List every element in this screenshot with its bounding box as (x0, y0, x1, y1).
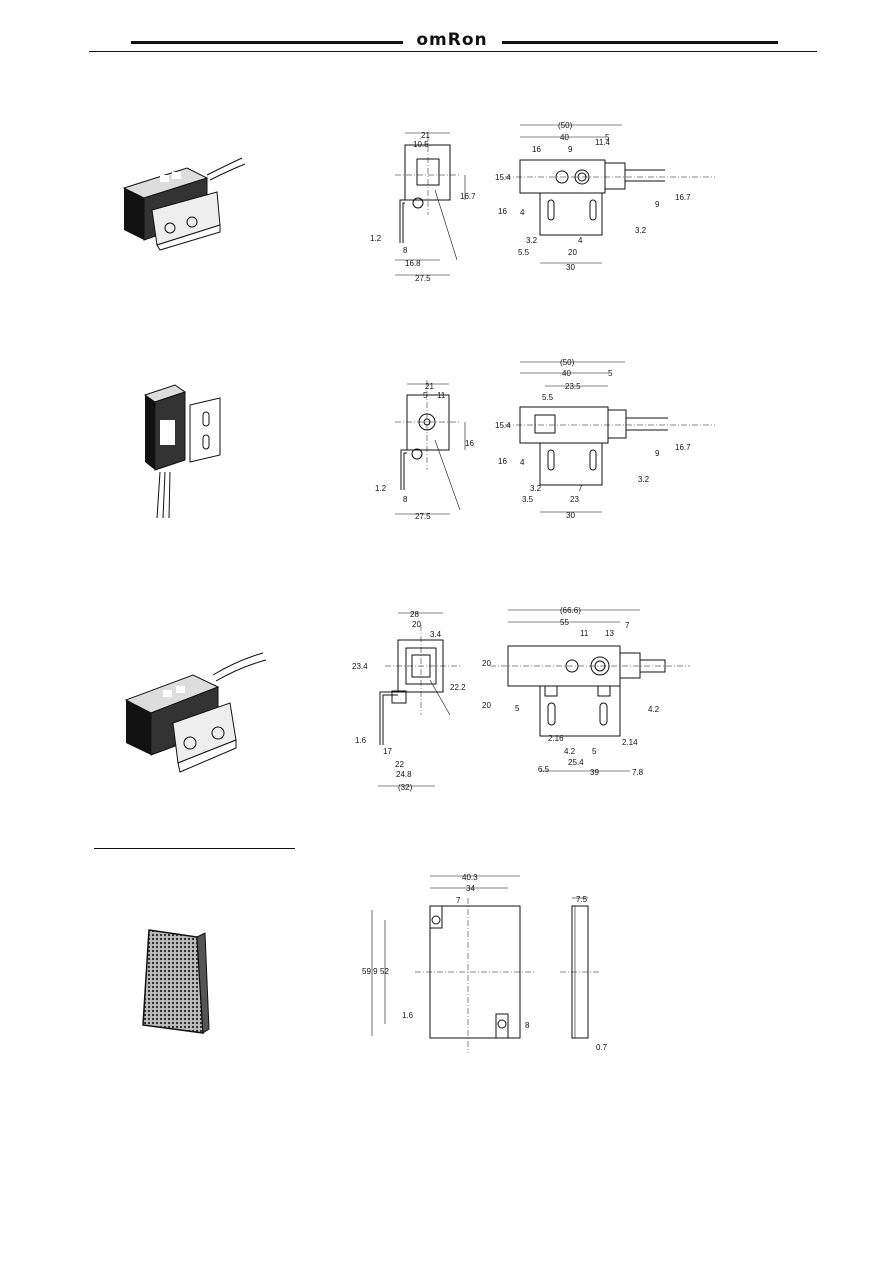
dim-s2-side-d: 8 (403, 495, 408, 504)
dim-s2-front-a: 40 (562, 369, 571, 378)
dim-s2-front-i: 4 (520, 458, 525, 467)
dim-s2-side-c: 1.2 (375, 484, 387, 493)
dim-s2-front-k: 3.2 (638, 475, 650, 484)
dim-s2-front-l: 3.2 (530, 484, 542, 493)
dim-refl-e: 7.5 (576, 895, 588, 904)
dim-s2-front-j: 9 (655, 449, 660, 458)
dim-s3-side-a: 20 (412, 620, 421, 629)
dim-s2-side-w: 21 (425, 382, 434, 391)
dim-s3-front-b: 11 (580, 629, 589, 638)
dim-s3-front-o: 6.5 (538, 765, 550, 774)
dim-refl-h2: 52 (380, 967, 389, 976)
dim-s2-front-o: 23 (570, 495, 579, 504)
drawing-3-front-view: (66.6) 55 11 13 7 20 20 5 4.2 2.16 2.14 … (482, 606, 690, 777)
drawing-2-front-view: (50) 40 5 23.5 5.5 15.4 16.7 16 4 9 3.2 … (495, 358, 715, 520)
dim-s1-front-n: 5.5 (518, 248, 530, 257)
dim-refl-d: 8 (525, 1021, 530, 1030)
drawing-2-side-view: 21 5 11 16.7 1.2 8 27.5 (375, 380, 475, 520)
dim-s3-side-c: 1.6 (355, 736, 367, 745)
dim-s1-side-c: 16.8 (405, 259, 421, 268)
dim-s3-side-d: 17 (383, 747, 392, 756)
dim-s1-front-o: 20 (568, 248, 577, 257)
dim-s3-front-h: 5 (515, 704, 520, 713)
dim-refl-b: 7 (456, 896, 461, 905)
dim-s3-front-j: 2.16 (548, 734, 564, 743)
dim-refl-w: 40.3 (462, 873, 478, 882)
product-photo-3 (124, 652, 267, 773)
product-photo-2 (143, 384, 221, 519)
dim-s1-front-d: 9 (568, 145, 573, 154)
dim-s1-front-c: 16 (532, 145, 541, 154)
dim-refl-h: 59.9 (362, 967, 378, 976)
dim-s1-side-w: 21 (421, 131, 430, 140)
dim-s1-front-j: 9 (655, 200, 660, 209)
dim-s1-front-p: 30 (566, 263, 575, 272)
dim-s2-front-m: 7 (578, 484, 583, 493)
dim-s3-front-i: 4.2 (648, 705, 660, 714)
dim-s1-front-h: 16 (498, 207, 507, 216)
dim-s1-side-h: 16.7 (460, 192, 475, 201)
dim-refl-c: 1.6 (402, 1011, 414, 1020)
drawing-1-front-view: (50) 40 5 16 9 11.4 15.4 16.7 16 4 9 3.2… (495, 121, 715, 272)
dim-s2-front-d: 5.5 (542, 393, 554, 402)
dim-s2-side-b: 11 (437, 391, 446, 400)
dim-s2-front-b: 5 (608, 369, 613, 378)
dim-s3-front-top: (66.6) (560, 606, 581, 615)
dim-s1-front-i: 4 (520, 208, 525, 217)
dim-s2-front-p: 30 (566, 511, 575, 520)
dim-s1-front-e: 11.4 (595, 138, 611, 147)
dim-s1-front-top: (50) (558, 121, 573, 130)
dim-s3-front-c: 13 (605, 629, 614, 638)
header-baseline (89, 51, 817, 52)
dim-s1-side-d: 27.5 (415, 274, 431, 283)
dim-s3-front-l: 4.2 (564, 747, 576, 756)
dim-s3-front-n: 25.4 (568, 758, 584, 767)
header-rule-right (502, 41, 778, 44)
dim-s2-front-h: 16 (498, 457, 507, 466)
dim-refl-f: 0.7 (596, 1043, 608, 1052)
reflector-photo (142, 929, 210, 1034)
dim-s3-side-f: 24.8 (396, 770, 412, 779)
dim-s1-side-w2: 10.5 (413, 140, 429, 149)
omron-logo: omRon (416, 30, 488, 50)
dim-s3-front-p: 39 (590, 768, 599, 777)
dim-s3-front-d: 7 (625, 621, 630, 630)
section-separator (94, 848, 295, 849)
dim-s1-front-a: 40 (560, 133, 569, 142)
drawing-1-side-view: 21 10.5 16.7 1.2 8 16.8 27.5 (370, 131, 475, 283)
dim-s1-front-l: 3.2 (526, 236, 538, 245)
dim-s1-front-m: 4 (578, 236, 583, 245)
product-photo-1 (122, 157, 246, 251)
dim-s2-front-f: 15.4 (495, 421, 511, 430)
dim-s3-side-h: 23.4 (352, 662, 368, 671)
dim-s3-side-e: 22 (395, 760, 404, 769)
dim-s1-side-a: 1.2 (370, 234, 382, 243)
dim-s3-side-w: 28 (410, 610, 419, 619)
dim-s1-front-b: 5 (605, 133, 610, 142)
dim-s1-front-g: 16.7 (675, 193, 691, 202)
dim-s1-side-b: 8 (403, 246, 408, 255)
dim-s3-side-h2: 22.2 (450, 683, 466, 692)
dim-s2-side-h: 16.7 (465, 439, 475, 448)
dim-s2-front-g: 16.7 (675, 443, 691, 452)
dim-s2-front-top: (50) (560, 358, 575, 367)
dim-s2-side-e: 27.5 (415, 512, 431, 520)
reflector-drawing: 40.3 34 7 59.9 52 1.6 8 7.5 0.7 (362, 873, 608, 1053)
dim-s1-front-f: 15.4 (495, 173, 511, 182)
dim-refl-a: 34 (466, 884, 475, 893)
dim-s2-front-n: 3.5 (522, 495, 534, 504)
dim-s2-front-c: 23.5 (565, 382, 581, 391)
dim-s1-front-k: 3.2 (635, 226, 647, 235)
dim-s3-front-f: 20 (482, 659, 491, 668)
dim-s3-front-q: 7.8 (632, 768, 644, 777)
drawing-3-side-view: 28 20 3.4 23.4 22.2 1.6 17 22 24.8 (32) (352, 610, 466, 792)
dim-s3-side-g: (32) (398, 783, 413, 792)
header-rule-left (131, 41, 403, 44)
dim-s2-side-a: 5 (423, 391, 428, 400)
dim-s3-side-b: 3.4 (430, 630, 442, 639)
dim-s3-front-k: 2.14 (622, 738, 638, 747)
dim-s3-front-g: 20 (482, 701, 491, 710)
dim-s3-front-m: 5 (592, 747, 597, 756)
dim-s3-front-a: 55 (560, 618, 569, 627)
